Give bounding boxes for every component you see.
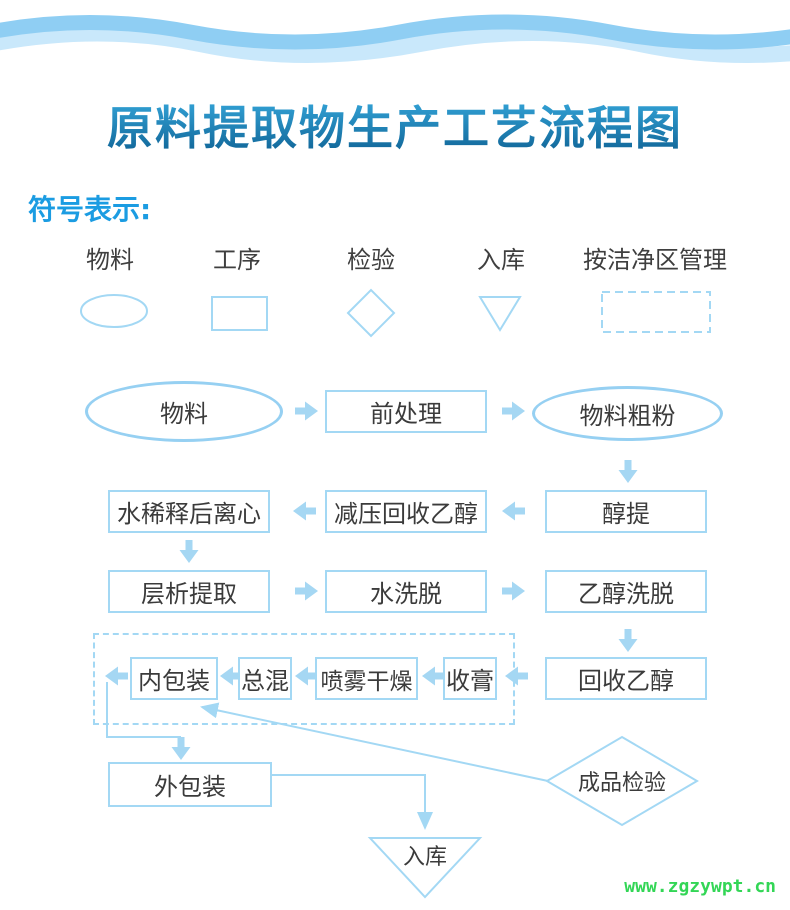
flow-arrow bbox=[422, 666, 445, 686]
flow-arrow bbox=[105, 666, 128, 686]
legend-label-inspection: 检验 bbox=[347, 246, 395, 274]
triangle-storage bbox=[367, 837, 483, 899]
node-ethanol-extraction: 醇提 bbox=[545, 490, 707, 533]
legend-heading: 符号表示: bbox=[28, 193, 152, 226]
flow-arrow bbox=[618, 629, 638, 652]
legend-rectangle-icon bbox=[211, 296, 268, 331]
node-coarse-powder: 物料粗粉 bbox=[532, 386, 723, 441]
block-arrows bbox=[105, 401, 638, 760]
legend-diamond-icon bbox=[346, 288, 396, 338]
flow-arrow bbox=[505, 666, 528, 686]
node-final-inspection-label: 成品检验 bbox=[577, 771, 666, 796]
node-storage-label: 入库 bbox=[402, 845, 447, 870]
legend-triangle-down-icon bbox=[478, 296, 522, 332]
node-spray-drying: 喷雾干燥 bbox=[315, 657, 418, 700]
flow-arrow bbox=[220, 666, 243, 686]
node-ethanol-elution: 乙醇洗脱 bbox=[545, 570, 707, 613]
legend-label-material: 物料 bbox=[86, 246, 134, 274]
node-vacuum-recover-ethanol: 减压回收乙醇 bbox=[325, 490, 487, 533]
legend-label-cleanzone: 按洁净区管理 bbox=[583, 246, 727, 274]
flow-arrow bbox=[171, 737, 191, 760]
flow-arrow bbox=[502, 581, 525, 601]
node-inner-packaging: 内包装 bbox=[130, 657, 218, 700]
page-title: 原料提取物生产工艺流程图 bbox=[0, 92, 790, 158]
wave-light-band bbox=[0, 25, 790, 63]
legend-ellipse-icon bbox=[80, 294, 148, 328]
flow-arrow bbox=[179, 540, 199, 563]
connector-innerpack-loop bbox=[106, 682, 181, 738]
flow-arrow bbox=[618, 460, 638, 483]
clean-zone-boundary bbox=[93, 633, 515, 725]
node-recover-ethanol: 回收乙醇 bbox=[545, 657, 707, 700]
legend-label-process: 工序 bbox=[213, 246, 261, 274]
flow-arrow bbox=[293, 501, 316, 521]
node-total-mixing: 总混 bbox=[238, 657, 292, 700]
node-paste-collection: 收膏 bbox=[443, 657, 497, 700]
connector-outerpack-to-storage bbox=[272, 774, 433, 830]
connector-inspection-to-innerpack bbox=[200, 702, 549, 782]
node-dilute-centrifuge: 水稀释后离心 bbox=[108, 490, 270, 533]
node-material: 物料 bbox=[85, 381, 283, 442]
flow-arrow bbox=[295, 666, 318, 686]
diamond-final-inspection bbox=[545, 735, 699, 827]
node-pretreatment: 前处理 bbox=[325, 390, 487, 433]
legend-label-storage: 入库 bbox=[477, 246, 525, 274]
node-water-elution: 水洗脱 bbox=[325, 570, 487, 613]
flow-arrow bbox=[295, 581, 318, 601]
flow-arrow bbox=[502, 401, 525, 421]
legend-dashed-rect-icon bbox=[601, 291, 711, 333]
flow-arrow bbox=[502, 501, 525, 521]
site-watermark: www.zgzywpt.cn bbox=[624, 876, 776, 897]
wave-dark-band bbox=[0, 14, 790, 50]
flow-arrow bbox=[295, 401, 318, 421]
wave-header bbox=[0, 14, 790, 63]
node-chromatography: 层析提取 bbox=[108, 570, 270, 613]
node-outer-packaging: 外包装 bbox=[108, 762, 272, 807]
